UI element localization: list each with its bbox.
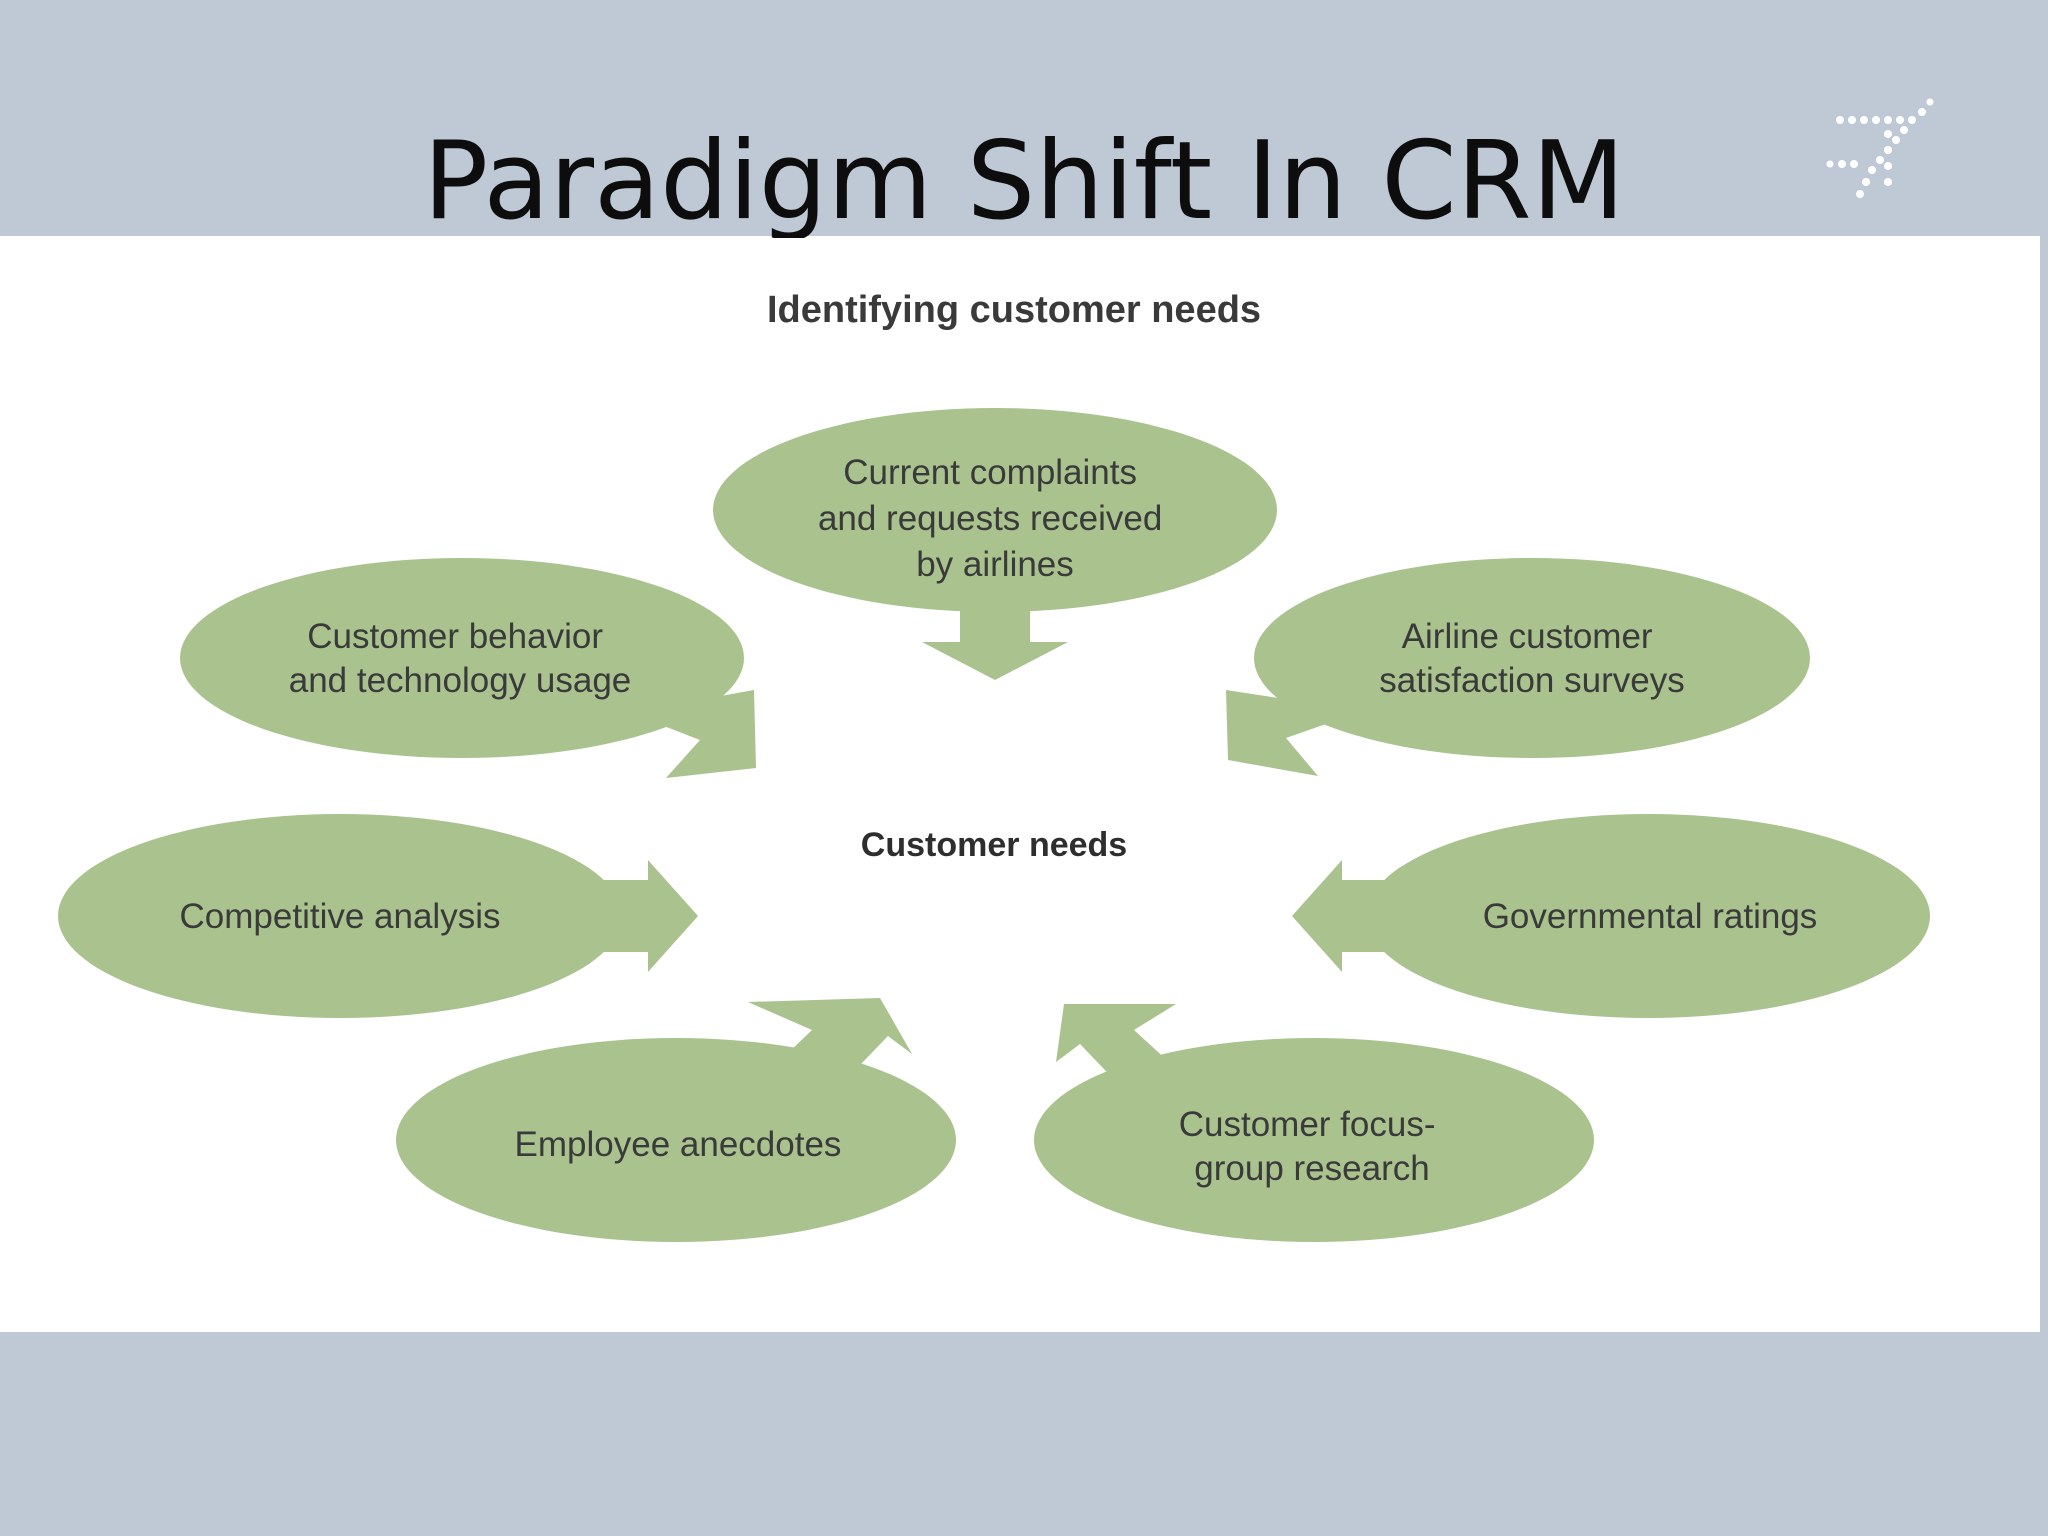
node-complaints-line-1: Current complaints xyxy=(843,453,1137,492)
node-anecdotes-arrow xyxy=(748,998,912,1090)
footer-band xyxy=(0,1332,2048,1536)
node-complaints-arrow xyxy=(922,600,1068,680)
svg-text:Current complaints and r: Current complaints and requests received… xyxy=(818,453,1172,584)
node-focus-group-line-2: group research xyxy=(1194,1149,1429,1188)
center-label: Customer needs xyxy=(861,826,1127,864)
node-complaints: Current complaints and requests received… xyxy=(713,408,1277,680)
node-behavior-line-1: Customer behavior xyxy=(307,617,603,656)
node-complaints-shape xyxy=(713,408,1277,612)
header-band xyxy=(0,0,2048,236)
node-governmental-shape xyxy=(1366,814,1930,1018)
node-surveys-line-2: satisfaction surveys xyxy=(1379,661,1684,700)
svg-text:Airline customer satisfa: Airline customer satisfaction surveys xyxy=(1379,617,1684,700)
svg-text:Customer focus- group re: Customer focus- group research xyxy=(1179,1105,1445,1188)
node-focus-group-line-1: Customer focus- xyxy=(1179,1105,1436,1144)
node-complaints-line-3: by airlines xyxy=(916,545,1074,584)
node-surveys: Airline customer satisfaction surveys xyxy=(1226,558,1810,776)
dotted-airplane-icon xyxy=(1826,98,1934,198)
node-surveys-arrow xyxy=(1226,650,1360,776)
node-behavior-shape xyxy=(180,558,744,758)
node-behavior-line-2: and technology usage xyxy=(289,661,632,700)
node-anecdotes: Employee anecdotes xyxy=(396,998,956,1242)
node-competitive: Competitive analysis xyxy=(58,814,698,1018)
node-focus-group-shape xyxy=(1034,1038,1594,1242)
node-surveys-shape xyxy=(1254,558,1810,758)
node-surveys-line-1: Airline customer xyxy=(1402,617,1653,656)
node-governmental: Governmental ratings xyxy=(1292,814,1930,1018)
node-governmental-line-1: Governmental ratings xyxy=(1483,897,1818,936)
node-focus-group-arrow xyxy=(1056,1004,1180,1090)
node-competitive-line-1: Competitive analysis xyxy=(180,897,501,936)
node-governmental-arrow xyxy=(1292,860,1390,972)
node-competitive-arrow xyxy=(600,860,698,972)
node-complaints-line-2: and requests received xyxy=(818,499,1162,538)
node-anecdotes-line-1: Employee anecdotes xyxy=(515,1125,842,1164)
diagram-heading: Identifying customer needs xyxy=(767,289,1261,331)
slide-title: Paradigm Shift In CRM xyxy=(423,122,1625,238)
node-behavior: Customer behavior and technology usage xyxy=(180,558,756,778)
node-competitive-shape xyxy=(58,814,622,1018)
svg-text:Customer behavior and te: Customer behavior and technology usage xyxy=(289,617,632,700)
node-focus-group: Customer focus- group research xyxy=(1034,1004,1594,1242)
node-anecdotes-shape xyxy=(396,1038,956,1242)
node-behavior-arrow xyxy=(628,650,756,778)
